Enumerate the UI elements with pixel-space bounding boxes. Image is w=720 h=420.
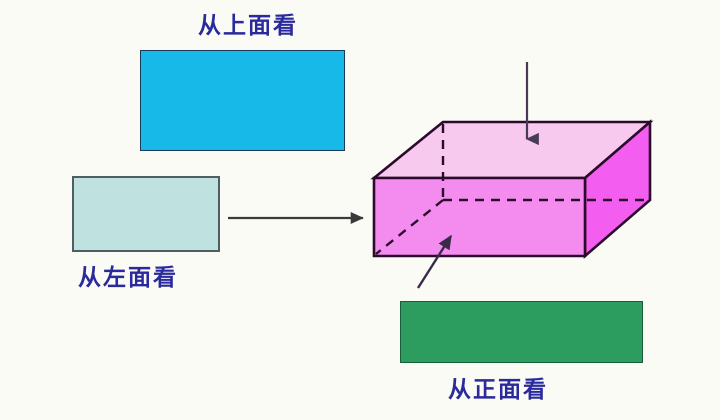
hidden-diagonal-edge-icon (375, 199, 444, 255)
left-view-label: 从左面看 (78, 265, 178, 291)
left-view-rectangle (72, 176, 220, 252)
top-view-rectangle (140, 50, 345, 151)
front-view-label: 从正面看 (448, 377, 548, 403)
cuboid (370, 119, 654, 259)
front-view-rectangle (400, 301, 643, 363)
cuboid-front-face (372, 176, 587, 258)
top-view-label: 从上面看 (198, 13, 298, 39)
front-view-arrow (416, 234, 453, 289)
